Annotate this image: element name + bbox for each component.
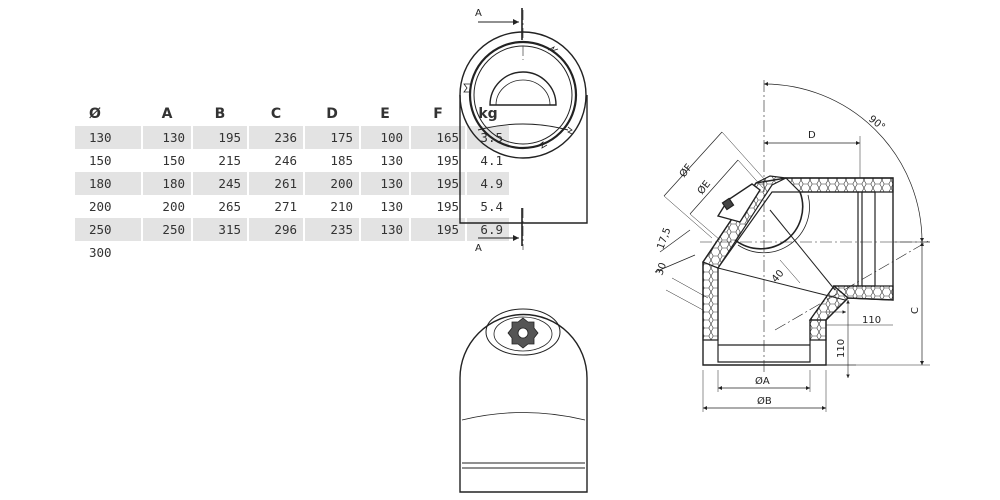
table-cell: 200	[89, 199, 112, 214]
table-cell: 195	[436, 153, 459, 168]
dim-40: 40	[770, 268, 787, 285]
table-cell: 130	[361, 172, 409, 195]
table-cell: 250	[75, 218, 141, 241]
table-cell: 130	[75, 126, 141, 149]
dim-30: 30	[654, 261, 669, 277]
table-cell: 235	[305, 218, 359, 241]
dim-17-5: 17,5	[655, 226, 673, 251]
table-cell: 300	[89, 245, 112, 260]
table-cell: 175	[305, 126, 359, 149]
table-cell: 315	[193, 218, 247, 241]
front-view-body	[459, 313, 588, 493]
inner-ring	[468, 40, 578, 150]
table-cell: 195	[411, 218, 465, 241]
table-row: 300	[75, 241, 509, 264]
table-header-row: Ø A B C D E F kg	[75, 102, 509, 126]
table-row: 200 200 265 271 210 130 195 5.4	[75, 195, 509, 218]
section-label-top: A	[475, 8, 482, 19]
dim-c: C	[910, 307, 921, 314]
front-view	[459, 308, 588, 493]
table-cell: 265	[218, 199, 241, 214]
table-cell: 150	[162, 153, 185, 168]
cap-ellipse-outer	[485, 308, 561, 356]
table-cell: 5.4	[480, 199, 503, 214]
section-label-bottom: A	[475, 243, 482, 254]
table-cell: 195	[411, 172, 465, 195]
table-cell: 236	[249, 126, 303, 149]
elbow-section	[654, 80, 931, 412]
table-cell: 245	[193, 172, 247, 195]
header-d: D	[326, 106, 338, 122]
cap-ellipse-inner	[493, 316, 553, 352]
table-cell: 4.1	[480, 153, 503, 168]
table-cell: 130	[143, 126, 191, 149]
liner-ring	[473, 45, 573, 145]
table-cell: 195	[436, 199, 459, 214]
table-cell: 130	[361, 218, 409, 241]
table-cell: 271	[274, 199, 297, 214]
table-cell: 180	[75, 172, 141, 195]
table-cell: 4.9	[467, 172, 509, 195]
header-a: A	[161, 106, 173, 122]
inspection-knob-icon	[507, 317, 539, 349]
table-cell: 200	[305, 172, 359, 195]
dim-phi-b: ØB	[757, 395, 772, 407]
header-diameter: Ø	[89, 106, 101, 122]
dim-phi-e: ØE	[695, 178, 713, 197]
dim-angle: 90°	[866, 114, 887, 134]
header-e: E	[380, 106, 390, 122]
table-cell: 165	[411, 126, 465, 149]
inner-dome	[489, 71, 557, 106]
header-kg: kg	[478, 106, 498, 122]
dim-d: D	[808, 130, 816, 141]
header-b: B	[214, 106, 226, 122]
dim-phi-f: ØF	[677, 162, 695, 180]
table-cell: 200	[162, 199, 185, 214]
table-cell: 180	[143, 172, 191, 195]
table-cell: 195	[193, 126, 247, 149]
table-cell: 130	[380, 199, 403, 214]
dim-phi-a: ØA	[755, 375, 770, 387]
table-row: 150 150 215 246 185 130 195 4.1	[75, 149, 509, 172]
table-cell: 150	[89, 153, 112, 168]
header-f: F	[433, 106, 443, 122]
top-view-body	[459, 95, 588, 224]
table-cell: 100	[361, 126, 409, 149]
table-cell: 215	[218, 153, 241, 168]
table-cell: 296	[249, 218, 303, 241]
dim-110-vertical: 110	[836, 339, 847, 358]
table-cell: 250	[143, 218, 191, 241]
table-cell: 6.9	[467, 218, 509, 241]
table-cell: 261	[249, 172, 303, 195]
table-cell: 246	[274, 153, 297, 168]
dim-110-horizontal: 110	[862, 315, 881, 326]
table-cell: 210	[330, 199, 353, 214]
header-c: C	[270, 106, 282, 122]
table-cell: 130	[380, 153, 403, 168]
table-cell: 185	[330, 153, 353, 168]
top-view	[459, 8, 588, 250]
